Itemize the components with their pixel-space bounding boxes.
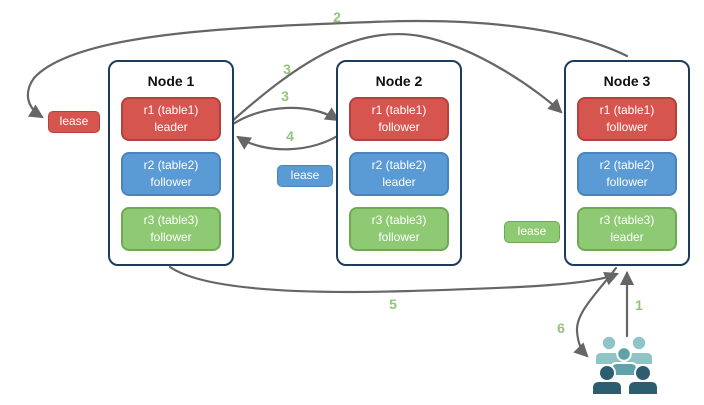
node-3-title: Node 3 <box>603 73 651 89</box>
replica-role: follower <box>150 175 192 189</box>
node-1: Node 1 r1 (table1) leader r2 (table2) fo… <box>108 60 234 266</box>
replica-role: leader <box>610 230 644 244</box>
node-2-replica-r2: r2 (table2) leader <box>349 152 449 196</box>
node-2: Node 2 r1 (table1) follower r2 (table2) … <box>336 60 462 266</box>
step-label-2: 2 <box>333 9 341 25</box>
node-3-replica-r3: r3 (table3) leader <box>577 207 677 251</box>
lease-chip-r2: lease <box>277 165 333 187</box>
node-1-replica-r2: r2 (table2) follower <box>121 152 221 196</box>
replica-role: leader <box>154 120 188 134</box>
users-group-icon <box>591 334 659 396</box>
node-1-replica-r3: r3 (table3) follower <box>121 207 221 251</box>
node-1-title: Node 1 <box>147 73 195 89</box>
replica-range: r1 (table1) <box>143 102 199 117</box>
lease-chip-r3: lease <box>504 221 560 243</box>
step-label-5: 5 <box>389 296 397 312</box>
step-label-4: 4 <box>286 128 294 144</box>
step-label-6: 6 <box>557 320 565 336</box>
replica-range: r3 (table3) <box>599 212 655 227</box>
arrow-step-5-node1-to-node3 <box>168 265 619 294</box>
node-3-replica-r2: r2 (table2) follower <box>577 152 677 196</box>
replica-range: r3 (table3) <box>143 212 199 227</box>
replica-range: r2 (table2) <box>599 157 655 172</box>
replica-range: r1 (table1) <box>371 102 427 117</box>
node-2-title: Node 2 <box>375 73 423 89</box>
replica-role: follower <box>606 120 648 134</box>
node-2-replica-r3: r3 (table3) follower <box>349 207 449 251</box>
replica-role: leader <box>382 175 416 189</box>
node-2-replica-r1: r1 (table1) follower <box>349 97 449 141</box>
node-3-replica-r1: r1 (table1) follower <box>577 97 677 141</box>
replica-role: follower <box>606 175 648 189</box>
node-1-replica-r1: r1 (table1) leader <box>121 97 221 141</box>
arrow-step-3-node1-to-node2 <box>228 106 340 128</box>
replica-role: follower <box>378 230 420 244</box>
replica-range: r1 (table1) <box>599 102 655 117</box>
replica-range: r3 (table3) <box>371 212 427 227</box>
lease-chip-r1: lease <box>48 111 100 133</box>
step-label-3b: 3 <box>281 88 289 104</box>
node-3: Node 3 r1 (table1) follower r2 (table2) … <box>564 60 690 266</box>
step-label-3a: 3 <box>283 61 291 77</box>
replica-role: follower <box>150 230 192 244</box>
replica-range: r2 (table2) <box>143 157 199 172</box>
replica-range: r2 (table2) <box>371 157 427 172</box>
step-label-1: 1 <box>635 297 643 313</box>
replica-role: follower <box>378 120 420 134</box>
